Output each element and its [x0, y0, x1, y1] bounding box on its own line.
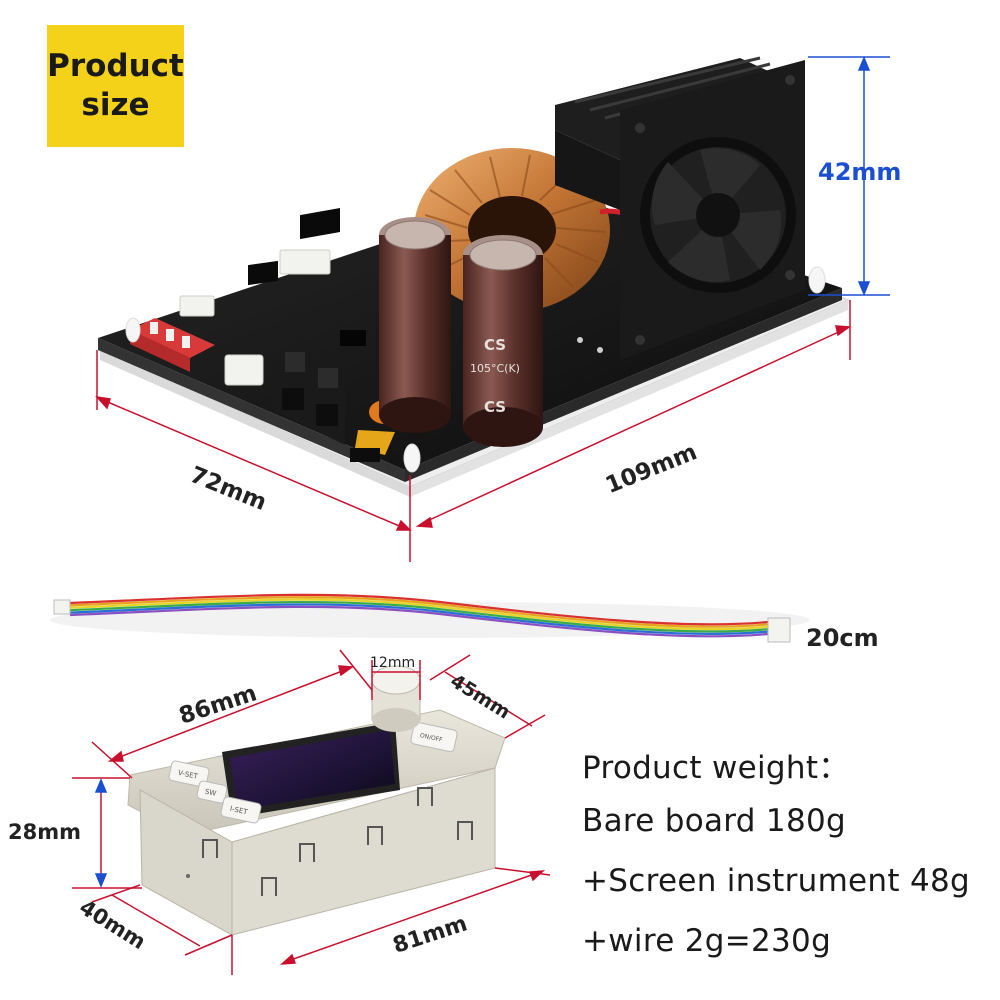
product-size-badge: Product size	[47, 25, 184, 147]
cable-wire	[69, 600, 769, 633]
panel-buttons: V-SET SW I-SET ON/OFF	[168, 721, 458, 824]
button-sw: SW	[204, 788, 217, 798]
cable-wire	[69, 596, 769, 628]
button-onoff: ON/OFF	[419, 732, 443, 744]
weight-bare-board: Bare board 180g	[582, 803, 846, 839]
lcd-screen	[230, 730, 395, 810]
connector-right	[767, 617, 791, 643]
cable-wire	[69, 603, 769, 636]
cable-wire	[69, 598, 769, 631]
ribbon-cable	[50, 593, 810, 643]
cable-wire	[69, 593, 769, 626]
knob-width-label: 12mm	[370, 655, 416, 671]
screen-instrument: V-SET SW I-SET ON/OFF	[127, 665, 506, 936]
cable-wire	[69, 605, 769, 638]
weight-heading: Product weight：	[582, 750, 850, 786]
instrument-height-label: 28mm	[8, 820, 81, 844]
cable-wires	[69, 593, 769, 638]
capacitor-label: CS	[484, 398, 506, 416]
badge-line-1: Product	[47, 48, 184, 85]
weight-wire-total: +wire 2g=230g	[582, 923, 832, 959]
badge-line-2: size	[81, 87, 150, 123]
instrument-dimension-lines	[72, 649, 551, 975]
weight-screen-instrument: +Screen instrument 48g	[582, 863, 971, 899]
height-dimension	[808, 56, 890, 296]
cable-length-label: 20cm	[806, 624, 879, 652]
capacitor-rating: 105°C(K)	[470, 362, 520, 375]
power-board: CS 105°C(K) CS	[98, 56, 850, 497]
button-iset: I-SET	[229, 805, 249, 817]
connector-left	[53, 599, 71, 615]
capacitor-label: CS	[484, 336, 506, 354]
board-height-label: 42mm	[818, 158, 902, 186]
dimension-lines	[95, 300, 852, 562]
